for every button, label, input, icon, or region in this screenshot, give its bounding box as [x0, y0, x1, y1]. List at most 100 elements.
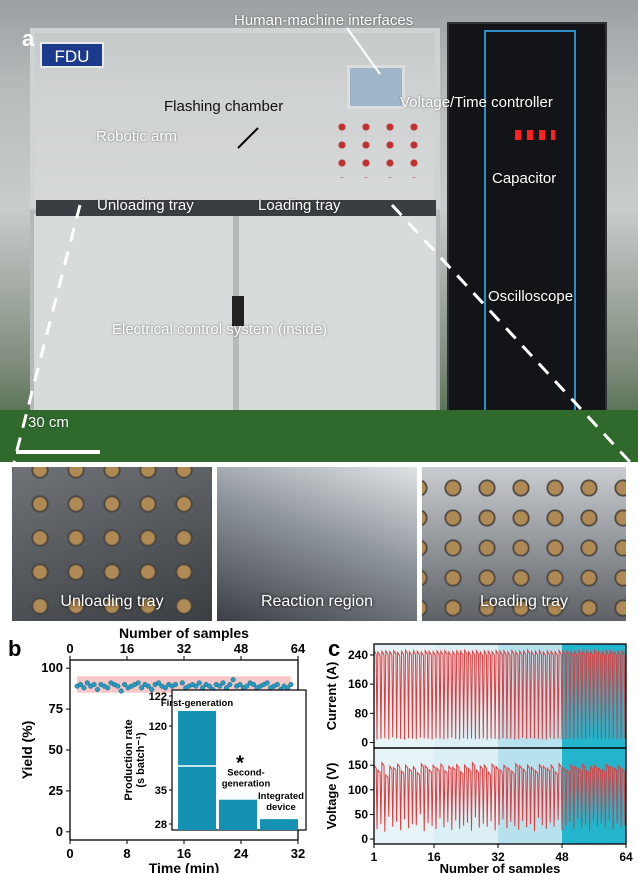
fdu-logo: FDU — [40, 42, 104, 68]
x-tick-label: 48 — [555, 850, 569, 864]
data-point — [139, 685, 145, 691]
current-y-tick-label: 80 — [355, 706, 369, 720]
x2-tick-label: 32 — [177, 641, 191, 656]
data-point — [156, 680, 162, 686]
inset-y-tick-label: 122 — [149, 691, 167, 703]
label-capacitor: Capacitor — [492, 170, 557, 187]
x2-tick-label: 64 — [291, 641, 306, 656]
data-point — [77, 681, 84, 688]
panel-b-letter: b — [8, 636, 22, 661]
current-y-tick-label: 240 — [348, 648, 368, 662]
voltage-y-tick-label: 100 — [348, 783, 368, 797]
current-y-axis-label: Current (A) — [324, 662, 339, 731]
inset-category-label: First-generation — [161, 698, 234, 709]
data-point — [196, 680, 202, 686]
thumb-unloading-tray: Unloading tray — [12, 467, 212, 621]
inset-bar — [178, 711, 216, 830]
data-point — [227, 681, 233, 688]
data-point — [118, 688, 124, 694]
thumb-caption: Loading tray — [479, 593, 569, 610]
control-rack — [447, 22, 607, 440]
data-point — [274, 681, 280, 688]
inset-bar — [260, 819, 298, 830]
y-tick-label: 25 — [49, 783, 63, 798]
data-point — [264, 680, 270, 686]
inset-star-marker: * — [236, 753, 244, 775]
inset-category-label: Second- — [227, 768, 264, 779]
thumb-loading-tray: Loading tray — [422, 467, 626, 621]
data-point — [251, 681, 257, 688]
x-tick-label: 32 — [491, 850, 505, 864]
x2-tick-label: 16 — [120, 641, 134, 656]
label-flashing-chamber: Flashing chamber — [164, 98, 284, 115]
x-tick-label: 1 — [371, 850, 378, 864]
inset-y-axis-unit: (s batch⁻¹) — [135, 732, 147, 788]
label-electrical-control: Electrical control system (inside) — [112, 321, 328, 338]
data-point — [135, 680, 141, 686]
inset-bar — [219, 799, 257, 830]
y-tick-label: 0 — [56, 824, 63, 839]
data-point — [244, 683, 250, 689]
x-tick-label: 0 — [66, 846, 73, 861]
x-tick-label: 16 — [177, 846, 191, 861]
data-point — [172, 681, 179, 688]
voltage-y-tick-label: 0 — [361, 832, 368, 846]
y-tick-label: 50 — [49, 742, 63, 757]
inset-y-tick-label: 35 — [155, 785, 167, 797]
rack-indicator-lights — [515, 130, 555, 140]
inset-y-tick-label: 120 — [149, 721, 167, 733]
inset-y-tick-label: 28 — [155, 819, 167, 831]
data-point — [206, 683, 212, 689]
cabinet-handle — [232, 296, 244, 326]
voltage-y-axis-label: Voltage (V) — [324, 763, 339, 830]
data-point — [288, 681, 294, 688]
label-loading-tray: Loading tray — [258, 197, 341, 214]
label-unloading-tray: Unloading tray — [97, 197, 194, 214]
data-point — [179, 680, 185, 686]
tray-bar — [36, 200, 436, 216]
y-tick-label: 100 — [41, 660, 63, 675]
voltage-frame — [373, 747, 627, 845]
current-y-tick-label: 160 — [348, 677, 368, 691]
label-oscilloscope: Oscilloscope — [488, 288, 574, 305]
data-point — [220, 680, 226, 686]
zoom-dashed-lines — [16, 127, 259, 454]
data-point — [81, 685, 87, 691]
floor — [0, 410, 638, 462]
data-point — [193, 683, 199, 689]
x-tick-label: 32 — [291, 846, 305, 861]
equipment-photo: a FDU Human-machine interfaces Flashing … — [0, 0, 638, 462]
x-tick-label: 24 — [234, 846, 249, 861]
label-robotic-arm: Robotic arm — [96, 128, 177, 145]
data-point — [94, 686, 101, 693]
x-tick-label: 64 — [619, 850, 633, 864]
data-point — [237, 681, 243, 688]
x-axis-label: Number of samples — [440, 861, 561, 873]
label-voltage-time-controller: Voltage/Time controller — [400, 94, 553, 111]
data-point — [149, 686, 155, 693]
thumb-caption: Reaction region — [260, 593, 374, 610]
inset-category-label: generation — [222, 779, 271, 790]
thumb-reaction-region: Reaction region — [217, 467, 417, 621]
panel-c-letter: c — [328, 636, 341, 661]
data-point — [145, 683, 151, 689]
inset-category-label: device — [266, 802, 296, 813]
x2-axis-label: Number of samples — [119, 625, 249, 641]
y-tick-label: 75 — [49, 701, 63, 716]
data-point — [84, 680, 90, 686]
current-y-tick-label: 0 — [361, 736, 368, 750]
hmi-screen — [347, 65, 405, 109]
voltage-series-line — [373, 761, 626, 832]
label-hmi: Human-machine interfaces — [234, 12, 414, 29]
x-tick-label: 16 — [427, 850, 441, 864]
x2-tick-label: 48 — [234, 641, 248, 656]
control-buttons — [330, 118, 430, 178]
data-point — [91, 681, 97, 688]
thumb-caption: Unloading tray — [60, 593, 164, 610]
data-point — [105, 685, 111, 691]
current-series-line — [373, 648, 626, 740]
inset-y-axis-label: Production rate — [123, 719, 135, 800]
data-point — [217, 683, 223, 689]
